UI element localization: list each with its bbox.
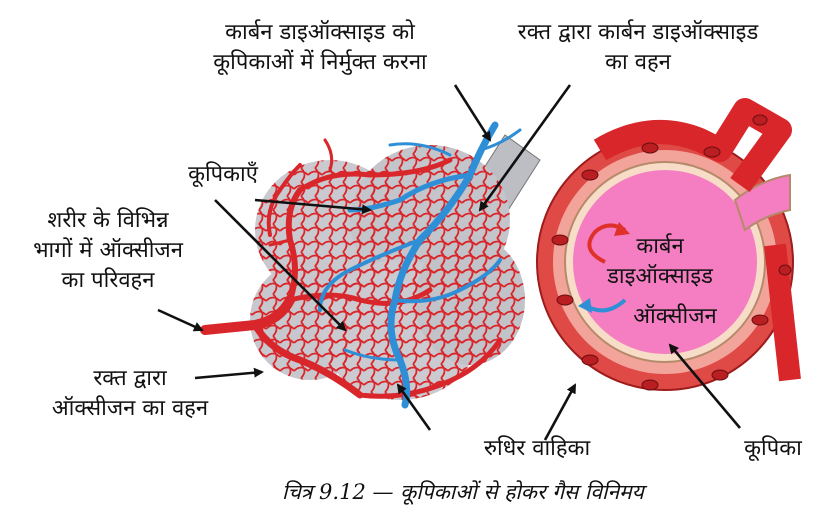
label-oxygen-body-line3: का परिवहन (61, 268, 155, 293)
label-co2-inside: कार्बन डाइऑक्साइड (590, 232, 730, 292)
pointer-arrows (157, 84, 741, 441)
label-oxygen-body-line2: भागों में ऑक्सीजन (33, 238, 183, 263)
arrow-alveoli-2 (214, 199, 347, 332)
alveoli-cluster (200, 121, 541, 409)
label-co2-inside-line2: डाइऑक्साइड (607, 264, 713, 289)
co2-exchange-arrow (587, 223, 627, 264)
label-oxygen-by-blood: रक्त द्वारा ऑक्सीजन का वहन (35, 364, 225, 424)
label-alveolus-text: कूपिका (744, 436, 802, 461)
label-blood-vessel: रुधिर वाहिका (462, 434, 612, 464)
arrow-co2-transport (478, 84, 572, 212)
capillary-vessel-right (764, 243, 801, 382)
capillary-vessel-top (593, 98, 792, 193)
label-co2-release-line2: कूपिकाओं में निर्मुक्त करना (213, 50, 427, 75)
label-blood-vessel-text: रुधिर वाहिका (483, 436, 591, 461)
arrow-vessel (543, 383, 577, 441)
arrow-oxygen-blood (194, 367, 264, 380)
label-oxygen-inside-text: ऑक्सीजन (633, 304, 717, 329)
red-blood-cells (551, 114, 792, 391)
capillary-mesh (415, 235, 525, 365)
arrow-oxygen-body (157, 308, 204, 332)
label-co2-transport-line1: रक्त द्वारा कार्बन डाइऑक्साइड (517, 20, 759, 45)
arrow-cluster-bottom (396, 383, 432, 431)
arrow-co2-release (453, 84, 492, 142)
alveolus-detail (536, 98, 801, 391)
alveolus-air (573, 170, 757, 354)
label-co2-release-line1: कार्बन डाइऑक्साइड को (225, 20, 415, 45)
label-co2-transport: रक्त द्वारा कार्बन डाइऑक्साइड का वहन (478, 18, 798, 78)
label-co2-inside-line1: कार्बन (636, 234, 684, 259)
label-oxygen-blood-line1: रक्त द्वारा (93, 366, 167, 391)
label-oxygen-inside: ऑक्सीजन (620, 302, 730, 332)
arrow-alveolus (668, 343, 741, 429)
label-oxygen-blood-line2: ऑक्सीजन का वहन (51, 396, 209, 421)
figure-caption: चित्र 9.12 — कूपिकाओं से होकर गैस विनिमय (282, 480, 644, 504)
label-alveolus: कूपिका (728, 434, 818, 464)
label-co2-release: कार्बन डाइऑक्साइड को कूपिकाओं में निर्मु… (180, 18, 460, 78)
label-oxygen-transport-body: शरीर के विभिन्न भागों में ऑक्सीजन का परि… (8, 206, 208, 296)
label-co2-transport-line2: का वहन (605, 50, 671, 75)
label-alveoli-plural: कूपिकाएँ (168, 160, 278, 190)
arrow-alveoli-1 (254, 198, 372, 215)
label-oxygen-body-line1: शरीर के विभिन्न (47, 208, 169, 233)
label-alveoli-plural-text: कूपिकाएँ (188, 162, 258, 187)
